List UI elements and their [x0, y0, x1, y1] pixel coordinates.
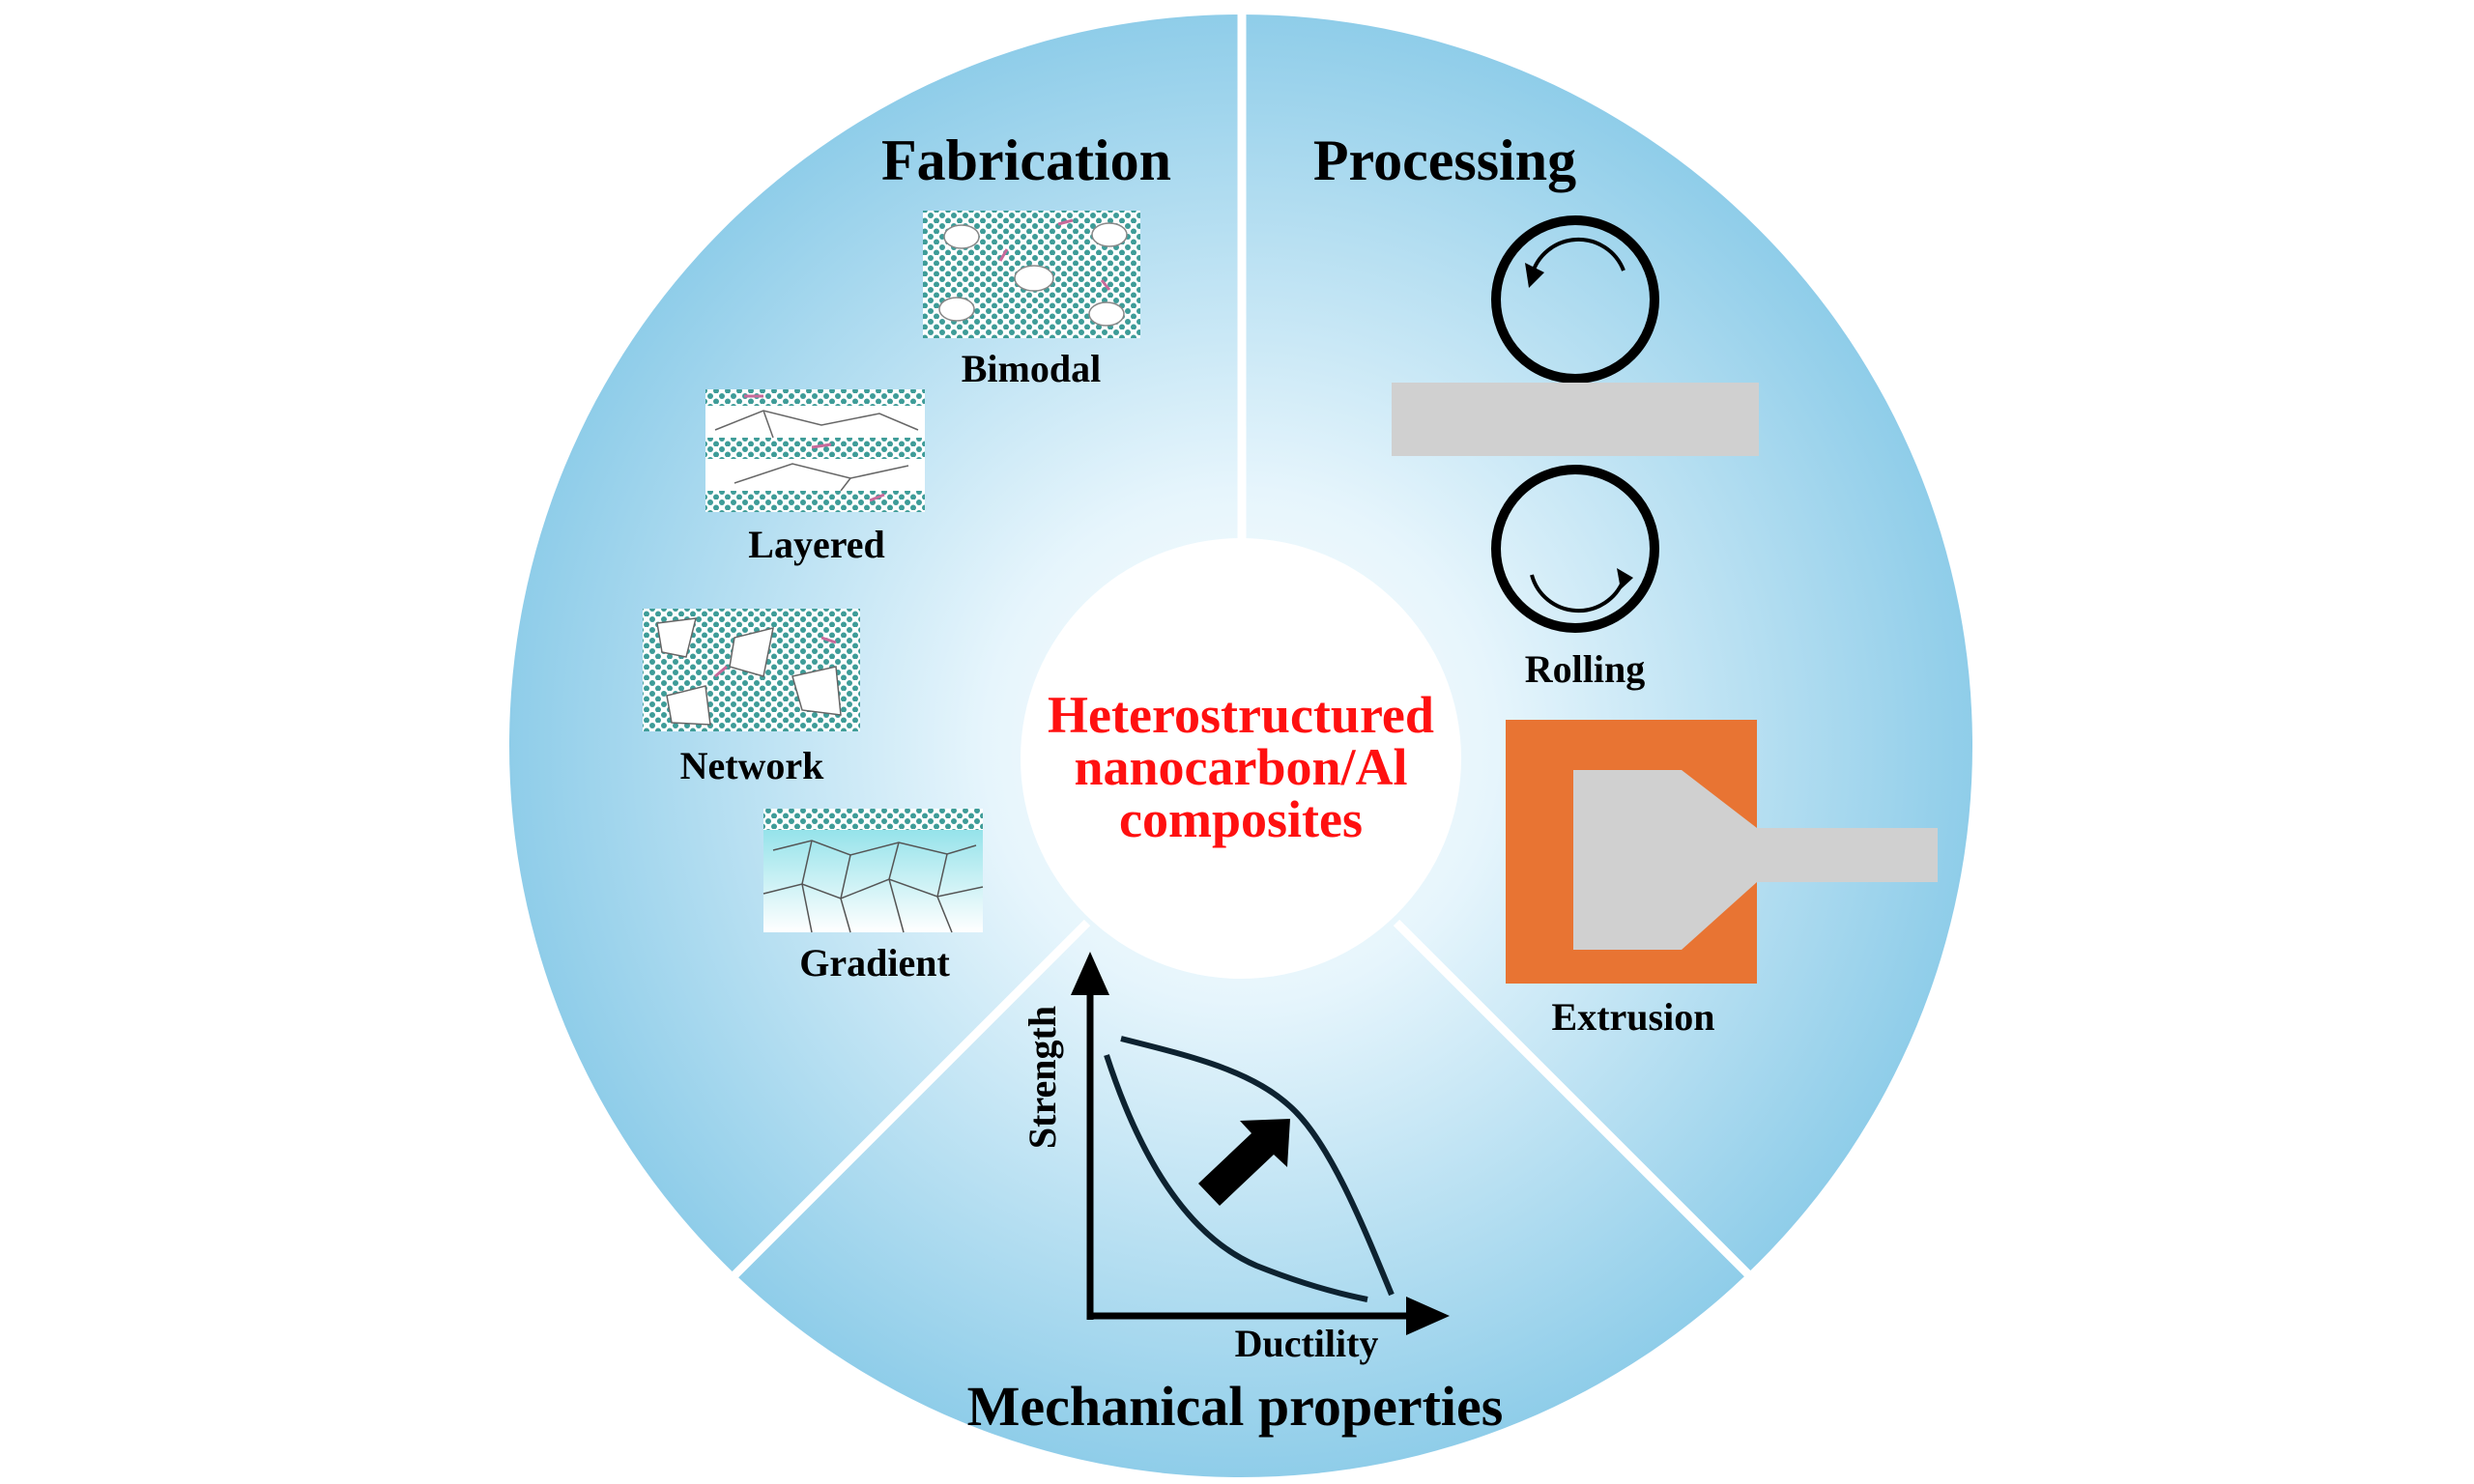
- sheet: [1392, 383, 1759, 456]
- center-disc: [1021, 538, 1461, 979]
- processing-title: Processing: [1313, 128, 1576, 192]
- rotation-arrow-icon: [1530, 237, 1625, 276]
- layered-label: Layered: [748, 523, 884, 566]
- bimodal-label: Bimodal: [962, 347, 1101, 390]
- gradient-image: [762, 809, 984, 933]
- billet: [1573, 770, 1938, 950]
- extrusion-illustration: [1506, 720, 1938, 984]
- y-axis-label: Strength: [1021, 1006, 1064, 1149]
- rolling-illustration: [1392, 215, 1759, 633]
- x-axis-arrowhead: [1406, 1297, 1450, 1335]
- center-line-3: composites: [1119, 790, 1363, 848]
- bimodal-image: [923, 211, 1140, 338]
- center-line-2: nanocarbon/Al: [1074, 738, 1407, 796]
- improved-curve: [1120, 1036, 1395, 1297]
- rolling-label: Rolling: [1525, 647, 1645, 691]
- upper-roller-icon: [1491, 215, 1659, 384]
- network-label: Network: [680, 744, 825, 787]
- mechanical-title: Mechanical properties: [967, 1375, 1504, 1438]
- extrusion-label: Extrusion: [1552, 995, 1715, 1039]
- improvement-arrow-icon: [1198, 1119, 1290, 1206]
- section-dividers: [723, 10, 1761, 1287]
- center-line-1: Heterostructured: [1048, 686, 1434, 744]
- layered-image: [705, 389, 925, 512]
- rotation-arrow-icon: [1530, 574, 1625, 614]
- lower-roller-icon: [1491, 465, 1659, 633]
- network-image: [643, 609, 860, 731]
- gradient-label: Gradient: [799, 941, 950, 985]
- center-title: Heterostructured nanocarbon/Al composite…: [1048, 686, 1434, 848]
- y-axis-arrowhead: [1071, 952, 1109, 995]
- baseline-tradeoff-curve: [1104, 1054, 1368, 1302]
- x-axis-label: Ductility: [1235, 1322, 1379, 1365]
- fabrication-title: Fabrication: [881, 128, 1171, 192]
- strength-ductility-plot: Strength Ductility: [1021, 952, 1450, 1365]
